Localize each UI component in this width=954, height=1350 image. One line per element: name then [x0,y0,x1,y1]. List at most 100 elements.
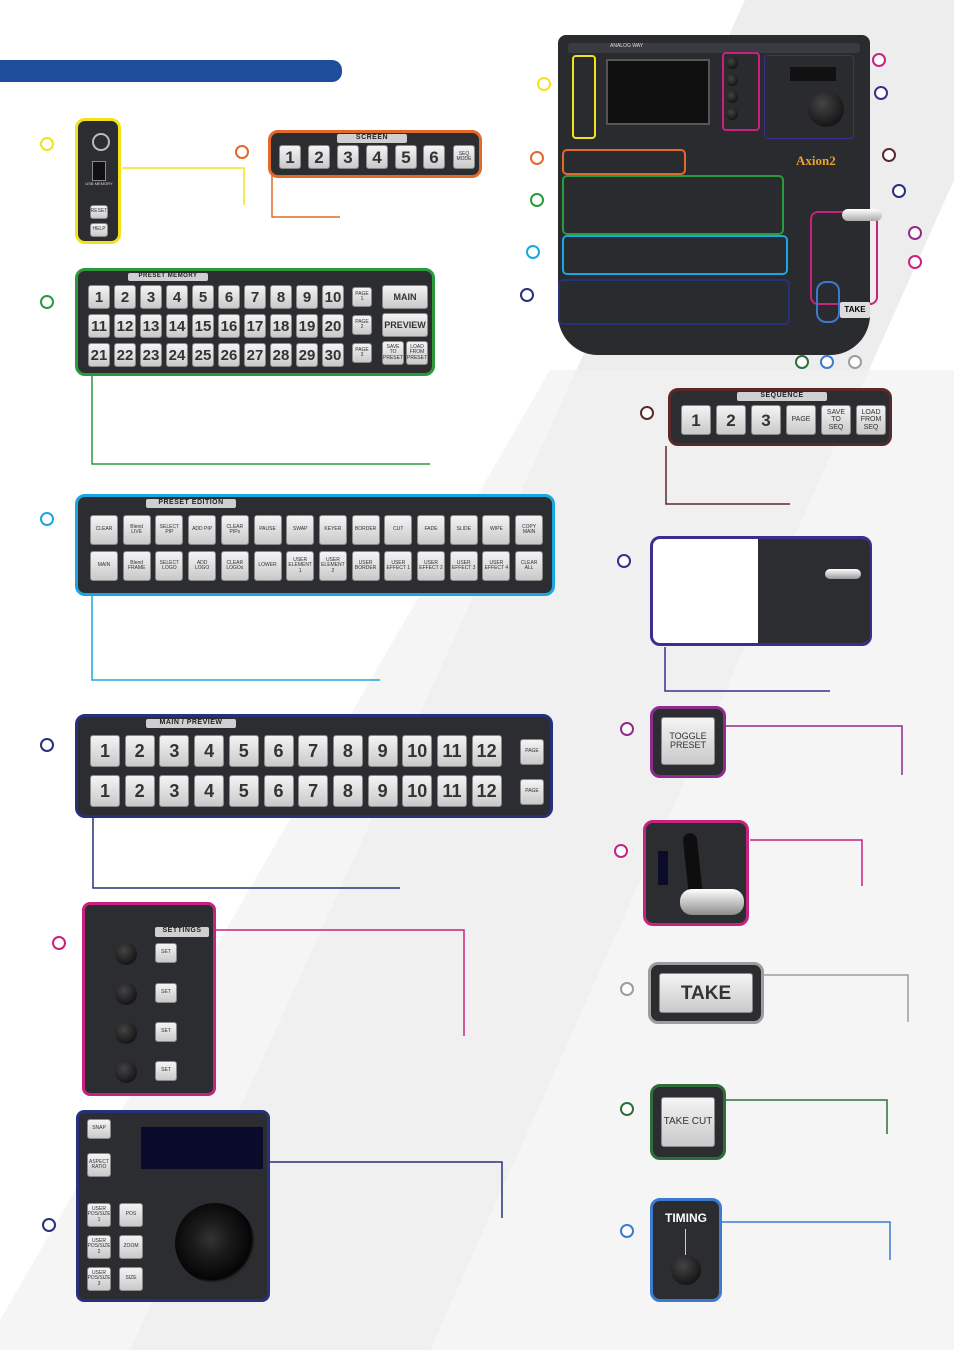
settings-knob-icon[interactable] [726,57,738,69]
preset-edition-key[interactable]: USER EFFECT 2 [417,551,445,581]
preset-edition-key[interactable]: USER EFFECT 3 [449,551,478,581]
preset-edition-key[interactable]: LOWER [253,551,282,581]
preset-edition-key[interactable]: USER EFFECT 4 [482,551,511,581]
preset-edition-key[interactable]: ADD PIP [188,515,217,545]
screen-key-6[interactable]: 6 [423,145,445,169]
snap-button[interactable]: SNAP [87,1119,111,1139]
preset-memory-key[interactable]: 11 [88,314,110,338]
user-pos-size-3-button[interactable]: USER POS/SIZE 3 [87,1267,111,1291]
preset-memory-key[interactable]: 23 [140,343,162,367]
preset-edition-key[interactable]: BORDER [351,515,380,545]
seq-mode-button[interactable]: SEQ MODE [453,145,475,169]
preview-source-key[interactable]: 9 [367,775,398,807]
pos-button[interactable]: POS [119,1203,143,1227]
screen-key-1[interactable]: 1 [279,145,301,169]
preset-edition-key[interactable]: KEYER [318,515,347,545]
main-page-button[interactable]: PAGE [520,739,544,765]
sequence-key[interactable]: 3 [751,405,781,435]
screen-key-3[interactable]: 3 [337,145,359,169]
set-button-4[interactable]: SET [155,1061,177,1081]
main-source-key[interactable]: 12 [471,735,502,767]
main-source-key[interactable]: 8 [332,735,363,767]
preview-button[interactable]: PREVIEW [382,313,428,337]
take-key-small[interactable]: TAKE [840,302,870,318]
set-button-1[interactable]: SET [155,943,177,963]
main-source-key[interactable]: 3 [159,735,190,767]
preset-memory-key[interactable]: 16 [218,314,240,338]
preview-source-key[interactable]: 3 [159,775,190,807]
main-source-key[interactable]: 2 [124,735,155,767]
timing-knob-icon[interactable] [671,1255,701,1285]
sequence-key[interactable]: LOAD FROM SEQ [856,405,886,435]
toggle-preset-button[interactable]: TOGGLE PRESET [661,717,715,765]
preset-memory-key[interactable]: 17 [244,314,266,338]
main-source-key[interactable]: 11 [437,735,467,767]
preset-memory-key[interactable]: 28 [270,343,292,367]
preview-page-button[interactable]: PAGE [520,779,544,805]
main-button[interactable]: MAIN [382,285,428,309]
settings-knob-icon[interactable] [726,74,738,86]
screen-key-5[interactable]: 5 [395,145,417,169]
preset-memory-key[interactable]: 29 [296,343,318,367]
user-pos-size-2-button[interactable]: USER POS/SIZE 2 [87,1235,111,1259]
preset-memory-key[interactable]: 15 [192,314,214,338]
preset-edition-key[interactable]: WIPE [482,515,511,545]
preset-edition-key[interactable]: CLEAR ALL [515,551,544,581]
settings-knob-icon[interactable] [726,108,738,120]
reset-button[interactable]: RESET [90,205,108,219]
preset-memory-key[interactable]: 27 [244,343,266,367]
preview-source-key[interactable]: 6 [263,775,294,807]
preview-source-key[interactable]: 12 [471,775,502,807]
screen-key-2[interactable]: 2 [308,145,330,169]
preset-edition-key[interactable]: SELECT LOGO [155,551,184,581]
preset-edition-key[interactable]: MAIN [90,551,118,581]
take-cut-button[interactable]: TAKE CUT [661,1097,715,1147]
screen-key-4[interactable]: 4 [366,145,388,169]
preset-edition-key[interactable]: USER EFFECT 1 [384,551,413,581]
preset-edition-key[interactable]: CUT [384,515,413,545]
sequence-key[interactable]: SAVE TO SEQ [821,405,851,435]
settings-knob-icon[interactable] [726,91,738,103]
preview-source-key[interactable]: 7 [298,775,329,807]
preview-source-key[interactable]: 11 [437,775,467,807]
preset-memory-key[interactable]: 20 [322,314,344,338]
preset-memory-key[interactable]: 26 [218,343,240,367]
main-source-key[interactable]: 7 [298,735,329,767]
preview-source-key[interactable]: 10 [402,775,433,807]
aspect-ratio-button[interactable]: ASPECT RATIO [87,1153,111,1177]
preset-memory-key[interactable]: 19 [296,314,318,338]
preset-memory-key[interactable]: 9 [296,285,318,309]
preset-edition-key[interactable]: SELECT PIP [155,515,184,545]
page-3-button[interactable]: PAGE 3 [352,343,372,363]
preset-memory-key[interactable]: 8 [270,285,292,309]
preview-source-key[interactable]: 4 [194,775,225,807]
preview-source-key[interactable]: 1 [90,775,120,807]
sequence-key[interactable]: 2 [716,405,746,435]
preset-edition-key[interactable]: CLEAR LOGOs [220,551,249,581]
joystick-handle-icon[interactable] [175,1203,255,1283]
sequence-key[interactable]: PAGE [786,405,816,435]
preset-memory-key[interactable]: 4 [166,285,188,309]
preset-memory-key[interactable]: 22 [114,343,136,367]
tbar-grip-icon[interactable] [680,889,744,915]
preset-edition-key[interactable]: Blend LIVE [122,515,151,545]
size-button[interactable]: SIZE [119,1267,143,1291]
preset-edition-key[interactable]: USER ELEMENT 1 [286,551,315,581]
user-pos-size-1-button[interactable]: USER POS/SIZE 1 [87,1203,111,1227]
main-source-key[interactable]: 1 [90,735,120,767]
settings-knob-3-icon[interactable] [115,1022,137,1044]
main-source-key[interactable]: 9 [367,735,398,767]
set-button-3[interactable]: SET [155,1022,177,1042]
preview-source-key[interactable]: 8 [332,775,363,807]
preset-memory-key[interactable]: 12 [114,314,136,338]
main-source-key[interactable]: 5 [228,735,259,767]
preset-memory-key[interactable]: 18 [270,314,292,338]
preview-source-key[interactable]: 2 [124,775,155,807]
preset-memory-key[interactable]: 13 [140,314,162,338]
save-to-preset-button[interactable]: SAVE TO PRESET [382,341,404,365]
preset-edition-key[interactable]: CLEAR PIPs [220,515,249,545]
preset-memory-key[interactable]: 24 [166,343,188,367]
page-2-button[interactable]: PAGE 2 [352,315,372,335]
preset-memory-key[interactable]: 7 [244,285,266,309]
page-1-button[interactable]: PAGE 1 [352,287,372,307]
